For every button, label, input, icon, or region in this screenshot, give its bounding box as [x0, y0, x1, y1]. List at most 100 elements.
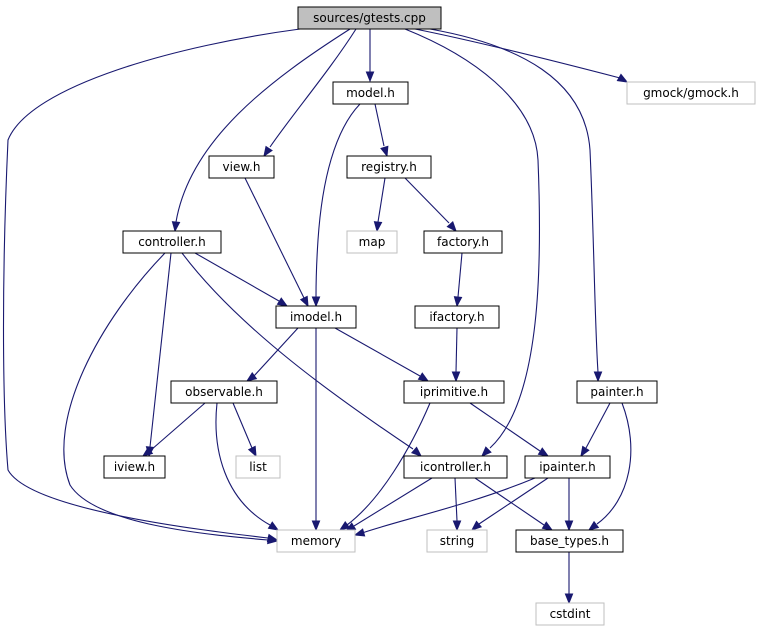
edge-arrowhead: [580, 445, 590, 458]
edge-arrowhead: [245, 371, 258, 382]
node-ifactory[interactable]: ifactory.h: [414, 305, 500, 329]
node-box: [515, 529, 624, 553]
edge-line: [232, 402, 253, 449]
node-box: [535, 602, 605, 626]
edge-controller-to-memory: [63, 252, 279, 545]
node-label: string: [440, 534, 474, 548]
edge-arrowhead: [353, 528, 366, 537]
edge-registry-to-factory: [404, 177, 457, 233]
edge-line: [215, 402, 271, 526]
edge-arrowhead: [373, 221, 383, 233]
edge-observable-to-iview: [141, 402, 206, 457]
edge-arrowhead: [470, 520, 483, 531]
node-string: string: [426, 529, 488, 553]
edge-arrowhead: [299, 295, 309, 308]
edge-line: [377, 177, 386, 223]
node-label: sources/gtests.cpp: [313, 11, 426, 25]
node-gmock: gmock/gmock.h: [626, 81, 756, 105]
edge-arrowhead: [453, 296, 463, 308]
edge-line: [585, 402, 611, 449]
node-base-types[interactable]: base_types.h: [515, 529, 624, 553]
edge-arrowhead: [446, 220, 457, 233]
node-label: base_types.h: [530, 534, 609, 548]
edge-line: [353, 477, 433, 527]
edge-controller-to-imodel: [194, 252, 289, 307]
node-list: list: [235, 455, 281, 479]
edge-base_types-to-cstdint: [564, 552, 574, 605]
node-painter[interactable]: painter.h: [576, 380, 658, 404]
node-label: observable.h: [185, 385, 263, 399]
node-ipainter[interactable]: ipainter.h: [524, 455, 611, 479]
edge-icontroller-to-base_types: [474, 477, 554, 531]
edge-arrowhead: [410, 446, 423, 457]
node-view[interactable]: view.h: [208, 155, 275, 179]
edge-line: [474, 477, 545, 526]
edge-gtests-to-view: [263, 28, 357, 158]
node-label: factory.h: [437, 235, 489, 249]
node-box: [346, 230, 398, 254]
node-observable[interactable]: observable.h: [170, 380, 278, 404]
node-box: [524, 455, 611, 479]
node-iprimitive[interactable]: iprimitive.h: [403, 380, 505, 404]
edge-gtests-to-model: [365, 29, 375, 83]
node-label: view.h: [223, 160, 261, 174]
node-icontroller[interactable]: icontroller.h: [403, 455, 508, 479]
node-gtests[interactable]: sources/gtests.cpp: [297, 6, 442, 30]
edge-imodel-to-iprimitive: [334, 327, 430, 382]
edge-iprimitive-to-ipainter: [469, 402, 550, 457]
node-label: ipainter.h: [539, 460, 596, 474]
node-registry[interactable]: registry.h: [346, 155, 432, 179]
edge-line: [244, 177, 305, 299]
node-box: [235, 455, 281, 479]
node-iview[interactable]: iview.h: [103, 455, 166, 479]
edge-arrowhead: [365, 71, 375, 83]
edge-gtests-to-gmock: [414, 28, 629, 83]
edge-arrowhead: [417, 372, 430, 382]
node-box: [403, 380, 505, 404]
edge-line: [361, 477, 536, 534]
node-model[interactable]: model.h: [332, 81, 409, 105]
edge-line: [315, 103, 361, 298]
edge-line: [596, 402, 632, 525]
node-imodel[interactable]: imodel.h: [275, 305, 357, 329]
edge-line: [334, 327, 421, 377]
edge-view-to-imodel: [244, 177, 309, 308]
edge-gtests-to-controller: [171, 28, 351, 233]
node-box: [426, 529, 488, 553]
node-box: [103, 455, 166, 479]
node-label: cstdint: [550, 607, 591, 621]
node-label: memory: [291, 534, 341, 548]
edge-arrowhead: [311, 296, 321, 308]
node-cstdint: cstdint: [535, 602, 605, 626]
node-box: [170, 380, 278, 404]
edge-arrowhead: [564, 520, 574, 532]
edge-gtests-to-icontroller: [404, 28, 541, 457]
edge-line: [455, 327, 458, 373]
edge-imodel-to-observable: [245, 327, 299, 382]
edge-arrowhead: [451, 371, 461, 383]
edge-line: [478, 477, 549, 525]
node-box: [208, 155, 275, 179]
edge-controller-to-icontroller: [181, 252, 423, 457]
node-factory[interactable]: factory.h: [423, 230, 503, 254]
node-label: map: [359, 235, 386, 249]
edge-line: [194, 252, 280, 302]
edge-icontroller-to-memory: [344, 477, 433, 532]
node-label: model.h: [346, 86, 395, 100]
edge-arrowhead: [267, 521, 280, 531]
node-box: [403, 455, 508, 479]
edge-model-to-registry: [374, 103, 389, 158]
edge-painter-to-base_types: [587, 402, 632, 531]
edge-iprimitive-to-memory: [338, 402, 431, 531]
edge-line: [429, 28, 599, 373]
edge-ifactory-to-iprimitive: [451, 327, 461, 383]
node-label: gmock/gmock.h: [643, 86, 739, 100]
node-label: registry.h: [361, 160, 417, 174]
edge-arrowhead: [537, 447, 550, 457]
node-controller[interactable]: controller.h: [122, 230, 222, 254]
edge-line: [469, 402, 541, 452]
edge-arrowhead: [338, 520, 351, 531]
edge-line: [63, 252, 269, 541]
